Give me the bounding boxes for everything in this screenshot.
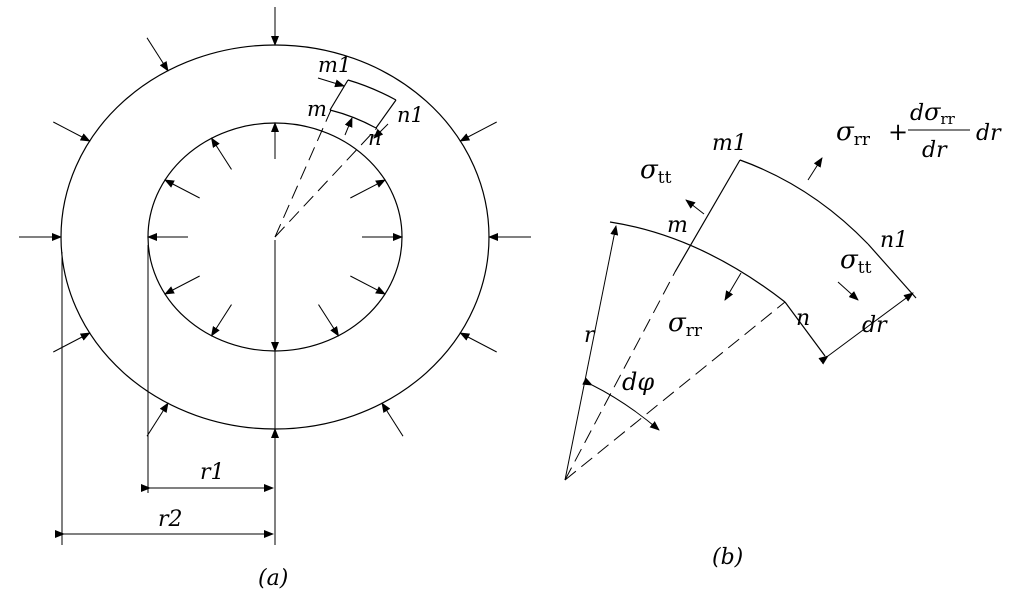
outer-pressure-arrow xyxy=(381,402,404,437)
svg-text:σrr: σrr xyxy=(836,117,871,150)
label-m-a: m xyxy=(307,97,327,121)
outer-pressure-arrow xyxy=(146,402,169,437)
figure-b: σtt m1 m n1 n r dr dφ σrr σtt σrr + dσrr… xyxy=(564,98,1002,570)
label-dphi: dφ xyxy=(622,368,654,396)
inner-pressure-arrow xyxy=(164,179,200,199)
dr-dim-line xyxy=(818,292,914,365)
radius-line xyxy=(564,225,619,481)
outer-pressure-arrow xyxy=(459,121,497,142)
caption-a: (a) xyxy=(258,566,288,591)
svg-text:dσrr: dσrr xyxy=(910,98,956,128)
inner-pressure-arrow xyxy=(164,275,200,295)
svg-text:+: + xyxy=(888,118,908,146)
label-n-a: n xyxy=(368,126,382,150)
label-m1-b: m1 xyxy=(712,131,747,156)
label-sigma-tt-left: σtt xyxy=(640,155,672,188)
figure-a: m1 m n1 n r1 r2 (a) xyxy=(19,7,531,591)
dphi-arc xyxy=(582,377,660,431)
element-outer-arc xyxy=(739,159,869,245)
label-m1-a: m1 xyxy=(318,53,351,77)
arrow-sigma-tt-left xyxy=(685,199,705,215)
outer-pressure-arrow xyxy=(53,332,91,353)
label-dr-b: dr xyxy=(862,313,888,338)
caption-b: (b) xyxy=(712,545,743,570)
outer-pressure-arrow xyxy=(146,37,169,72)
label-m-b: m xyxy=(667,213,688,238)
inner-pressure-arrow xyxy=(350,275,386,295)
element-inner-arc xyxy=(609,221,786,303)
label-r1: r1 xyxy=(200,460,225,485)
label-sigma-rr-bottom: σrr xyxy=(668,308,703,341)
arrow-sigma-rr-bottom xyxy=(724,272,742,301)
outer-pressure-arrow xyxy=(53,121,91,142)
stress-formula: σrr + dσrr dr dr xyxy=(836,98,1002,163)
label-sigma-tt-right: σtt xyxy=(840,245,872,278)
element-a xyxy=(274,77,397,238)
pressure-arrows xyxy=(19,7,531,467)
inner-pressure-arrow xyxy=(210,304,232,337)
inner-pressure-arrow xyxy=(318,304,340,337)
inner-pressure-arrow xyxy=(210,137,232,170)
element-left-bottom xyxy=(784,301,826,357)
dashed-ray-1 xyxy=(564,271,676,481)
outer-pressure-arrow xyxy=(459,332,497,353)
dimension-lines xyxy=(55,240,276,545)
label-r2: r2 xyxy=(158,507,183,532)
arrow-sigma-tt-right xyxy=(837,281,859,301)
label-n1-a: n1 xyxy=(397,103,424,127)
dashed-ray-2 xyxy=(564,301,786,481)
element-right xyxy=(867,243,917,299)
svg-text:dr: dr xyxy=(922,138,948,163)
label-n1-b: n1 xyxy=(880,228,908,253)
svg-text:dr: dr xyxy=(976,121,1002,146)
label-r-b: r xyxy=(584,323,596,348)
arrow-sigma-rr-top xyxy=(807,157,823,181)
label-n-b: n xyxy=(796,306,810,331)
element-left-top xyxy=(674,159,741,273)
inner-pressure-arrow xyxy=(350,179,386,199)
